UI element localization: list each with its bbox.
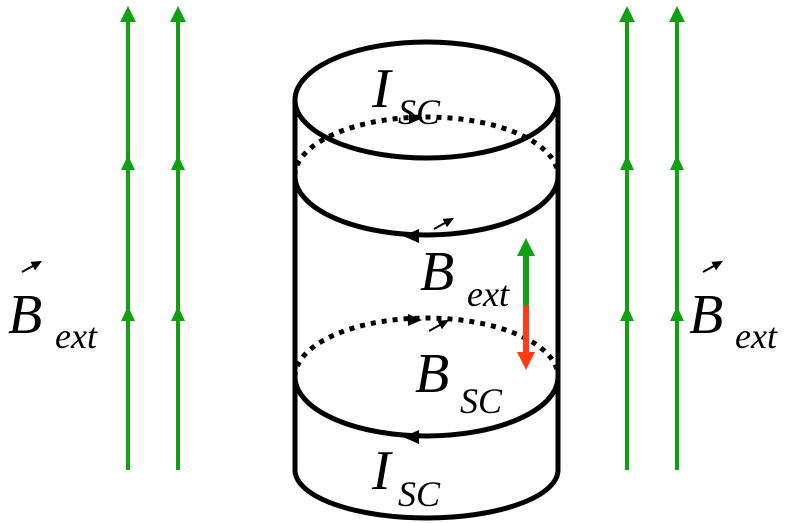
field-line-arrowhead [620,155,634,170]
vector-arrow-accent [21,260,43,273]
field-line-arrowheads [120,6,685,321]
vector-arrow-accent [702,260,724,273]
field-lines-right [625,14,679,470]
field-line-arrowhead [171,155,185,170]
current-loop-top-back [292,114,561,177]
b-ext-right-symbol: B [689,284,723,346]
field-line-arrowhead [670,155,684,170]
current-loop-top-front [292,175,561,238]
label-i-sc-top: I SC [371,58,441,132]
i-sc-bottom-subscript: SC [398,474,441,514]
current-direction-arrowhead [403,430,419,444]
b-ext-inner-subscript: ext [467,274,510,314]
field-vectors-at-wall [517,238,535,370]
vector-arrow-accent [428,319,450,332]
field-lines-left [126,14,180,470]
b-ext-right-subscript: ext [735,316,778,356]
label-b-ext-inner: B ext [420,217,510,314]
field-line-arrowhead [669,6,685,22]
label-b-ext-left: B ext [8,260,98,356]
field-line-arrowhead [121,155,135,170]
current-loop-bottom-front [292,376,561,439]
i-sc-bottom-symbol: I [371,440,393,502]
field-line-arrowhead [619,6,635,22]
current-direction-arrowhead [403,229,419,243]
current-loop-bottom-back [292,315,561,378]
i-sc-top-symbol: I [371,58,393,120]
b-sc-inner-subscript: SC [460,381,503,421]
label-b-sc-inner: B SC [415,319,503,421]
i-sc-top-subscript: SC [398,92,441,132]
b-ext-left-subscript: ext [55,316,98,356]
field-line-arrowhead [670,306,684,321]
field-line-arrowhead [121,306,135,321]
field-line-arrowhead [171,306,185,321]
current-direction-arrowhead [409,112,423,124]
cylinder-top-ellipse [292,39,561,161]
current-direction-arrowheads [403,112,423,444]
vector-arrow-accent [433,217,455,230]
b-sc-vector-head [517,352,535,370]
current-direction-arrowhead [408,314,422,326]
cylinder [292,39,561,521]
field-line-arrowhead [620,306,634,321]
label-i-sc-bottom: I SC [371,440,441,514]
field-line-arrowhead [170,6,186,22]
field-line-arrowhead [120,6,136,22]
cylinder-bottom-rim [292,469,561,521]
b-sc-inner-symbol: B [415,343,449,405]
label-b-ext-right: B ext [689,260,778,356]
b-ext-vector-head [517,238,535,256]
b-ext-left-symbol: B [8,284,42,346]
b-ext-inner-symbol: B [420,241,454,303]
